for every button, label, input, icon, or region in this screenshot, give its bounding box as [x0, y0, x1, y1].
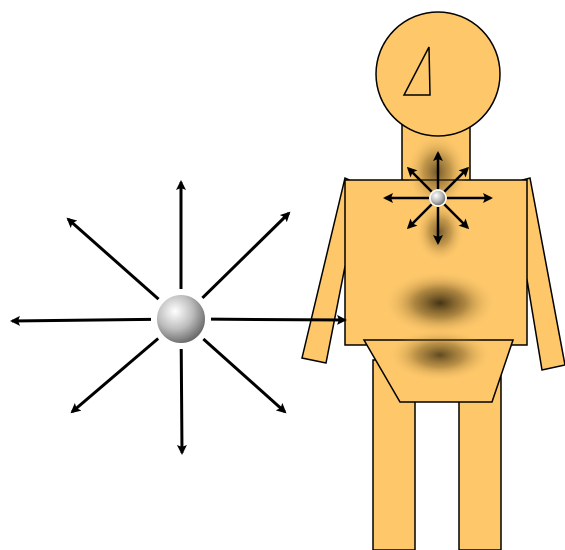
absorption-spot-abdomen: [384, 271, 496, 335]
external-arrow-e: [211, 319, 345, 320]
internal-radiation-source-icon: [430, 190, 446, 206]
head: [376, 12, 500, 136]
external-arrow-sw: [72, 338, 158, 412]
absorption-spot-chest: [416, 202, 464, 262]
external-arrow-se: [203, 339, 285, 412]
external-arrow-s: [181, 349, 182, 453]
external-radiation-source-icon: [156, 294, 206, 344]
human-figure: [302, 12, 565, 550]
external-arrow-ne: [202, 213, 289, 298]
external-arrow-nw: [68, 219, 159, 299]
external-arrow-w: [12, 319, 151, 321]
absorption-spot-pelvis: [388, 329, 492, 381]
